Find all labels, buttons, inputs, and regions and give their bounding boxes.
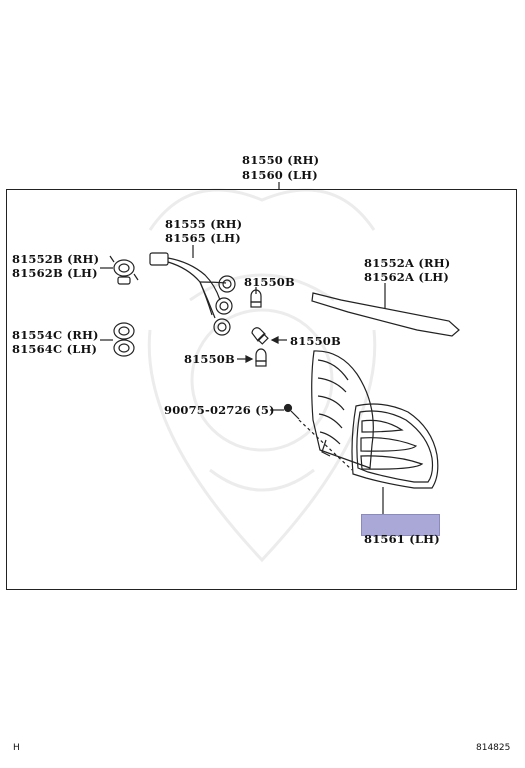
screw-label: 90075-02726 (5) [164,403,275,417]
socket-wire-label-lh: 81565 (LH) [165,231,241,245]
bulb-low-label: 81550B [184,352,235,366]
footer-right: 814825 [476,743,511,753]
bulb-mid-label: 81550B [290,334,341,348]
bulb-top-label: 81550B [244,275,295,289]
socket-double-label-rh: 81554C (RH) [12,328,99,342]
screw-part [283,403,300,420]
highlight-box[interactable] [361,514,440,536]
assembly-label-lh: 81560 (LH) [242,168,318,182]
socket-single-label-lh: 81562B (LH) [12,266,98,280]
socket-wire-part [149,252,236,336]
socket-double-part [113,322,135,357]
socket-wire-label-rh: 81555 (RH) [165,217,243,231]
gasket-label-lh: 81562A (LH) [364,270,449,284]
lamp-housing-part [311,350,374,469]
socket-double-label-lh: 81564C (LH) [12,342,98,356]
bulb-top-part [250,289,262,308]
bulb-mid-part [251,327,269,345]
gasket-part [311,292,460,337]
lens-label-lh: 81561 (LH) [364,532,440,546]
footer-left: H [13,743,20,753]
assembly-label-rh: 81550 (RH) [242,153,320,167]
diagram-frame [6,189,517,590]
lens-part [351,403,439,489]
gasket-label-rh: 81552A (RH) [364,256,451,270]
socket-single-label-rh: 81552B (RH) [12,252,100,266]
socket-single-part [109,255,139,285]
bulb-low-part [255,348,267,367]
